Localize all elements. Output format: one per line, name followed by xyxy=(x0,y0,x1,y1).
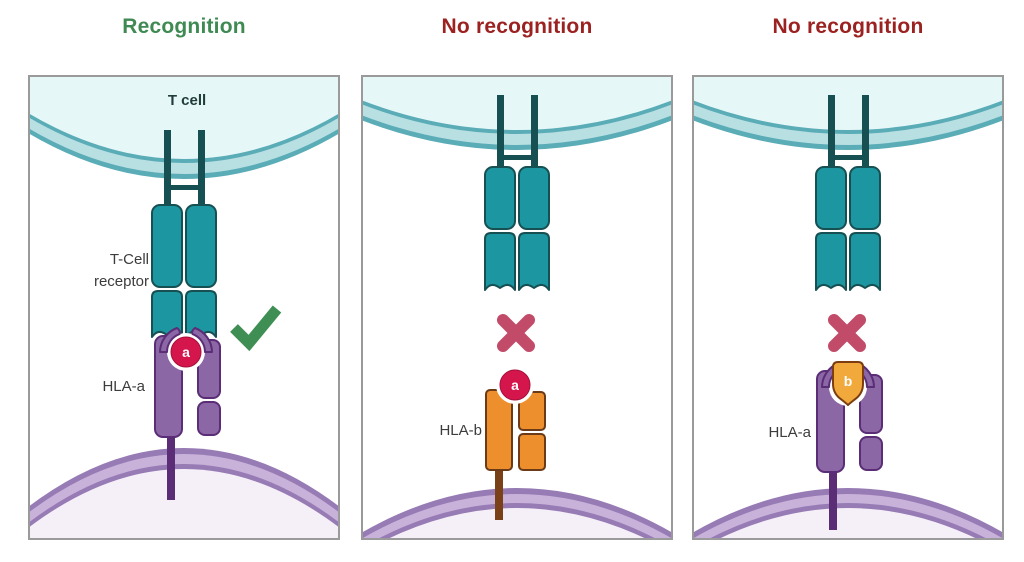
panel-title: Recognition xyxy=(122,15,246,38)
panel-title: No recognition xyxy=(772,15,924,38)
peptide-label: a xyxy=(511,377,519,393)
panel-title: No recognition xyxy=(441,15,593,38)
hla-domain-lower xyxy=(859,436,883,471)
hla-a-molecule: b xyxy=(816,361,883,530)
tcr-alpha-chain xyxy=(815,166,847,230)
panel-recognition: Recognition T cell xyxy=(28,0,340,562)
tcr-label-line1: T-Cell xyxy=(110,251,149,268)
panel-no-recognition-peptide-b: No recognition xyxy=(692,0,1004,562)
tcr-stalk-right xyxy=(531,95,538,170)
tcr-alpha-variable xyxy=(815,232,847,291)
t-cell-membrane xyxy=(28,75,340,179)
hla-stem xyxy=(495,468,503,520)
target-cell-membrane xyxy=(361,488,673,540)
target-cell-membrane xyxy=(28,448,340,540)
tcr-beta-chain xyxy=(518,166,550,230)
hla-arm-right xyxy=(191,327,213,353)
cross-icon xyxy=(828,314,866,352)
hla-b-molecule: a xyxy=(485,366,546,520)
diagram-canvas: b HLA-a xyxy=(692,75,1004,540)
t-cell-membrane xyxy=(361,75,673,150)
panel-no-recognition-hla-b: No recognition xyxy=(361,0,673,562)
hla-stem xyxy=(829,465,837,530)
panel-frame xyxy=(361,75,673,540)
tcr-alpha-variable xyxy=(151,290,183,338)
tcr-stalk-left xyxy=(164,130,171,210)
hla-domain-lower xyxy=(518,433,546,471)
hla-a-molecule: a xyxy=(154,327,221,500)
hla-label: HLA-a xyxy=(102,378,145,395)
diagram-canvas: T cell a T-Cell receptor HLA-a xyxy=(28,75,340,540)
tcr-beta-variable xyxy=(518,232,550,291)
hla-arm-left xyxy=(159,327,181,353)
tcr-stalk-right xyxy=(862,95,869,170)
peptide-a xyxy=(170,336,202,368)
t-cell-label: T cell xyxy=(168,92,206,109)
tcr-beta-chain xyxy=(849,166,881,230)
hla-label: HLA-a xyxy=(768,424,811,441)
panel-frame xyxy=(28,75,340,540)
tcr-crossbar xyxy=(164,185,205,190)
tcr-crossbar xyxy=(497,155,538,160)
tcr-stalk-right xyxy=(198,130,205,210)
tcr-alpha-chain xyxy=(151,204,183,288)
tcr-stalk-left xyxy=(497,95,504,170)
peptide-b xyxy=(832,361,864,406)
target-cell-membrane xyxy=(692,488,1004,540)
hla-domain-lower xyxy=(197,401,221,436)
tcr-alpha-variable xyxy=(484,232,516,291)
cross-icon xyxy=(497,314,535,352)
t-cell-receptor xyxy=(151,130,217,338)
panel-frame xyxy=(692,75,1004,540)
diagram-canvas: a HLA-b xyxy=(361,75,673,540)
t-cell-receptor xyxy=(484,95,550,291)
check-icon xyxy=(230,305,282,352)
peptide-a xyxy=(499,369,531,401)
peptide-label: a xyxy=(182,344,190,360)
tcr-alpha-chain xyxy=(484,166,516,230)
hla-label: HLA-b xyxy=(439,422,482,439)
peptide-label: b xyxy=(844,373,853,389)
hla-stem xyxy=(167,430,175,500)
tcr-beta-variable xyxy=(849,232,881,291)
t-cell-receptor xyxy=(815,95,881,291)
t-cell-membrane xyxy=(692,75,1004,150)
tcr-crossbar xyxy=(828,155,869,160)
tcr-label-line2: receptor xyxy=(94,273,149,290)
tcr-stalk-left xyxy=(828,95,835,170)
tcr-beta-chain xyxy=(185,204,217,288)
